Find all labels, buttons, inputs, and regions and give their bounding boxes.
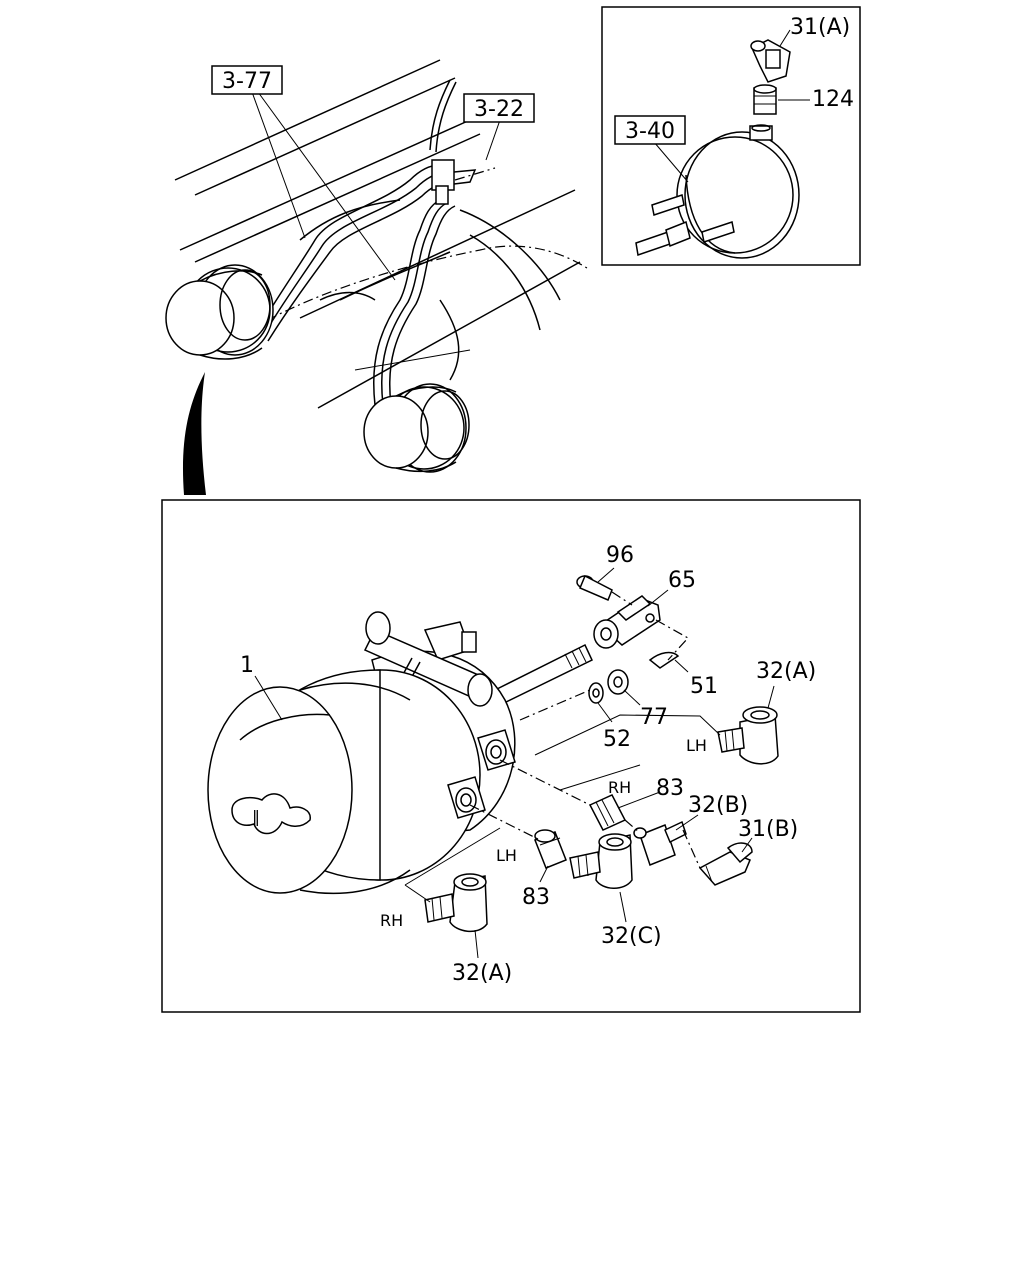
detail-view: ‖	[161, 499, 861, 1013]
adapter-83-upper	[588, 794, 627, 831]
label-31b: 31(B)	[738, 817, 798, 842]
label-96: 96	[606, 543, 634, 568]
air-hoses	[254, 79, 457, 406]
inset-leaders	[653, 29, 810, 183]
assembly-lines	[404, 591, 721, 903]
side-lh-top: LH	[686, 736, 707, 755]
relay-valve	[431, 159, 496, 205]
washer-52	[588, 682, 604, 704]
ref-3-40: 3-40	[614, 115, 686, 145]
label-51: 51	[690, 674, 718, 699]
keyhole-mark: ‖	[252, 807, 260, 826]
inset-fitting-124	[753, 84, 777, 115]
label-124: 124	[812, 87, 854, 112]
side-lh-mid: LH	[496, 846, 517, 865]
elbow-32c	[569, 833, 633, 889]
right-brake-chamber	[363, 383, 470, 473]
label-31a-inset: 31(A)	[790, 15, 850, 40]
label-52: 52	[603, 727, 631, 752]
inset-fitting-31a	[750, 39, 791, 83]
label-32a-bottom: 32(A)	[452, 961, 512, 986]
label-1: 1	[240, 653, 254, 678]
left-brake-chamber	[165, 264, 274, 360]
mounting-stud	[363, 611, 493, 707]
cotter-pin-51	[648, 651, 680, 669]
ref-3-77: 3-77	[211, 65, 283, 95]
label-32a-top: 32(A)	[756, 659, 816, 684]
elbow-32a-top	[717, 706, 779, 765]
ref-3-22-label: 3-22	[474, 97, 524, 122]
side-rh-mid: RH	[608, 778, 631, 797]
ref-3-22: 3-22	[463, 93, 535, 123]
label-32c: 32(C)	[601, 924, 662, 949]
lock-nut-77	[607, 669, 629, 695]
label-83-lower: 83	[522, 885, 550, 910]
ref-3-77-label: 3-77	[222, 69, 272, 94]
side-markers: LH RH LH RH	[380, 736, 707, 930]
overview-view: 3-77 3-22	[165, 59, 591, 495]
label-77: 77	[640, 705, 668, 730]
part-labels: 1 96 65 51 77 52 32(A) 83 32(B) 31(B) 83…	[240, 543, 816, 986]
detail-frame	[161, 499, 861, 1013]
overview-leaders	[251, 91, 501, 281]
elbow-32a-bottom	[424, 873, 488, 933]
clevis-pin-96	[576, 574, 613, 601]
label-65: 65	[668, 568, 696, 593]
ref-3-40-label: 3-40	[625, 119, 675, 144]
detail-leaders	[254, 567, 775, 959]
detail-pointer-arrow	[182, 372, 206, 495]
axle-bracket	[249, 199, 591, 381]
inset-brake-chamber	[635, 124, 800, 259]
clevis-yoke-65	[593, 595, 661, 649]
label-32b: 32(B)	[688, 793, 748, 818]
side-rh-bottom: RH	[380, 911, 403, 930]
adapter-83-lower	[534, 829, 567, 869]
inset-frame	[601, 6, 861, 266]
label-83-upper: 83	[656, 776, 684, 801]
inset-view: 3-40 31(A) 124	[601, 6, 861, 266]
brake-chamber-body: ‖	[207, 669, 481, 895]
